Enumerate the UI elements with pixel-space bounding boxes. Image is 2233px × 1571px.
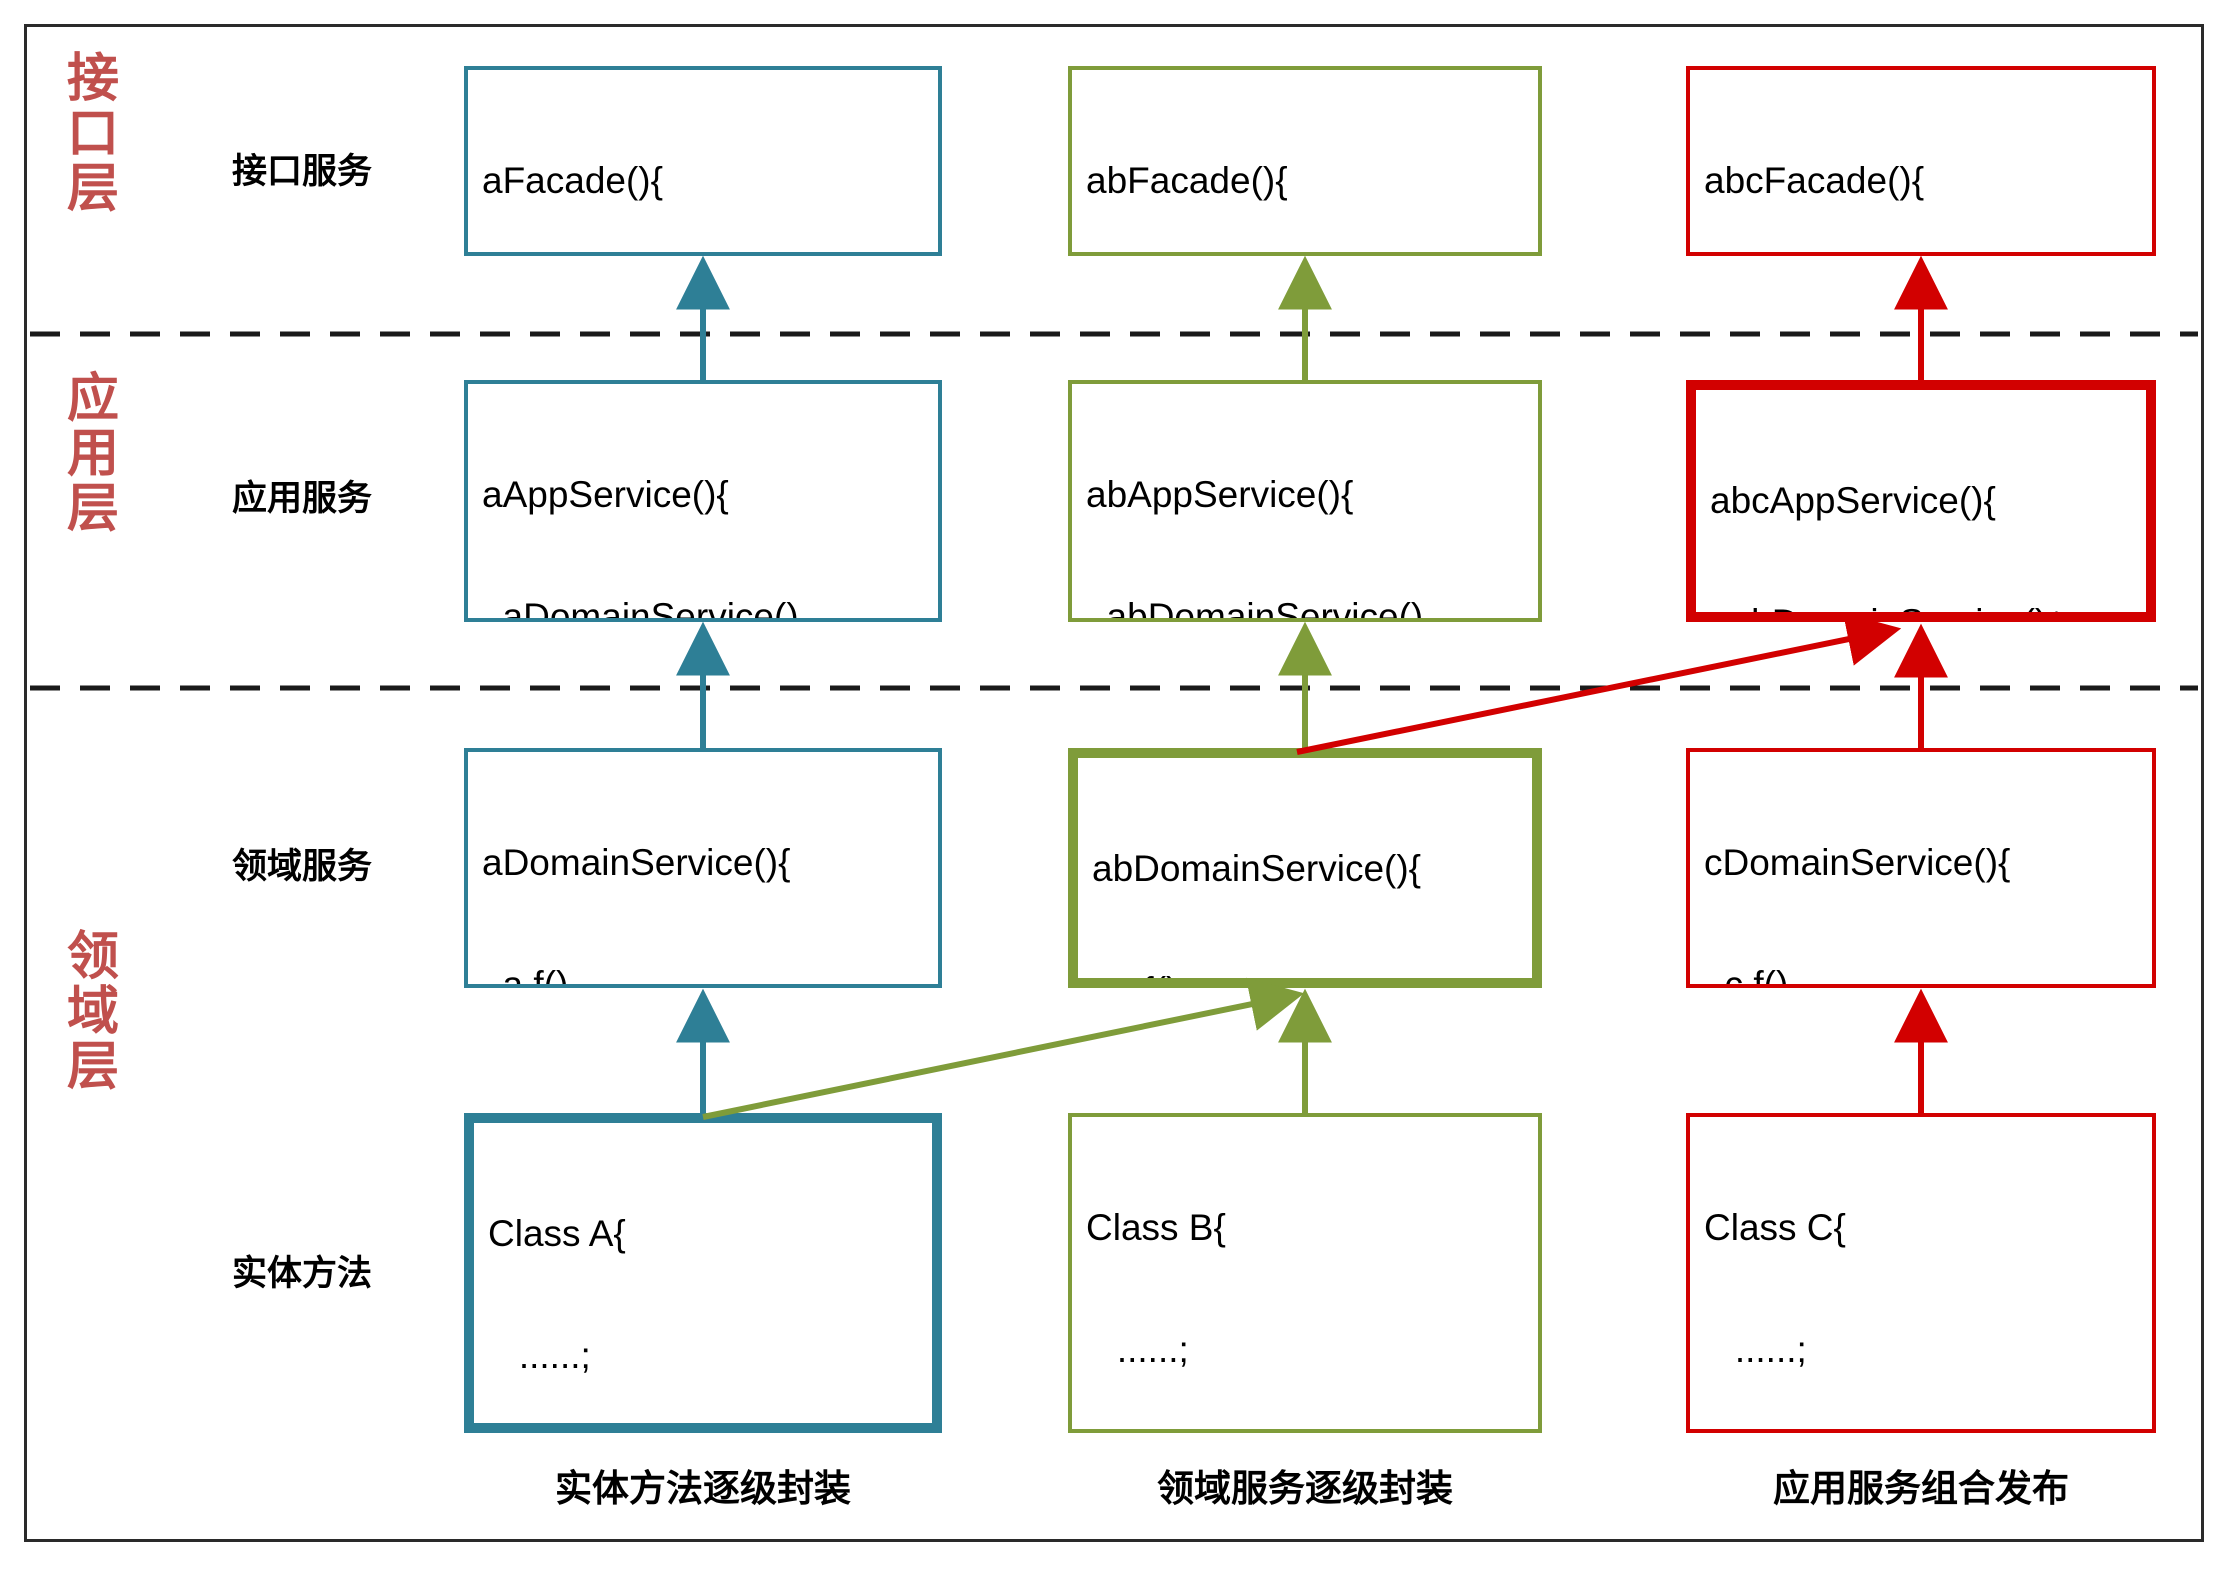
- layer-label-application-char-1: 应: [66, 370, 119, 428]
- column-caption-app-composition: 应用服务组合发布: [1773, 1468, 2069, 1509]
- box-a-domain-service[interactable]: aDomainService(){ a.f() }: [464, 748, 942, 988]
- code-line: ......;: [1704, 1329, 1807, 1371]
- code-line: abcAppService(){: [1710, 480, 1996, 522]
- code-line: a.f();: [1092, 971, 1532, 978]
- column-caption-entity-encapsulation: 实体方法逐级封装: [555, 1468, 851, 1509]
- layer-label-domain-char-3: 层: [66, 1038, 119, 1097]
- box-class-b[interactable]: Class B{ ......; f(){ ...... } }: [1068, 1113, 1542, 1433]
- code-line: abFacade(){: [1086, 160, 1288, 202]
- row-label-entity-method: 实体方法: [232, 1254, 373, 1293]
- code-line: abcFacade(){: [1704, 160, 1925, 202]
- layer-label-domain: 领 域 层: [48, 928, 138, 1097]
- box-abc-facade[interactable]: abcFacade(){ ...... }: [1686, 66, 2156, 256]
- code-line: cDomainService(){: [1704, 842, 2011, 884]
- layer-label-application: 应 用 层: [48, 370, 138, 539]
- box-class-a[interactable]: Class A{ ......; f(){ ...... } }: [464, 1113, 942, 1433]
- box-a-app-service[interactable]: aAppService(){ aDomainService() }: [464, 380, 942, 622]
- code-line: abDomainService(){: [1092, 848, 1422, 890]
- code-line: abDomainService()；: [1710, 603, 2146, 612]
- layer-label-domain-char-1: 领: [66, 928, 119, 986]
- code-line: Class A{: [488, 1213, 626, 1255]
- row-label-app-service: 应用服务: [232, 479, 373, 518]
- layer-label-interface: 接 口 层: [48, 50, 138, 219]
- row-label-domain-service: 领域服务: [232, 847, 373, 886]
- code-line: aDomainService(){: [482, 842, 791, 884]
- code-line: ......;: [1086, 1329, 1189, 1371]
- code-line: Class C{: [1704, 1207, 1846, 1249]
- box-class-c[interactable]: Class C{ ......; f(){ ...... } }: [1686, 1113, 2156, 1433]
- box-abc-app-service[interactable]: abcAppService(){ abDomainService()； cDom…: [1686, 380, 2156, 622]
- code-line: c.f(): [1704, 964, 1789, 988]
- code-line: abDomainService(): [1086, 596, 1424, 622]
- layer-label-application-char-2: 用: [66, 425, 119, 484]
- code-line: aAppService(){: [482, 474, 729, 516]
- box-ab-app-service[interactable]: abAppService(){ abDomainService() }: [1068, 380, 1542, 622]
- box-a-facade[interactable]: aFacade(){ ...... }: [464, 66, 942, 256]
- layer-label-domain-char-2: 域: [66, 983, 119, 1042]
- box-ab-facade[interactable]: abFacade(){ ...... }: [1068, 66, 1542, 256]
- layer-label-application-char-3: 层: [66, 480, 119, 539]
- column-caption-domain-encapsulation: 领域服务逐级封装: [1157, 1468, 1453, 1509]
- code-line: abAppService(){: [1086, 474, 1354, 516]
- code-line: a.f(): [482, 964, 569, 988]
- layer-label-interface-char-1: 接: [66, 50, 119, 108]
- code-line: ......;: [488, 1335, 591, 1377]
- box-c-domain-service[interactable]: cDomainService(){ c.f() }: [1686, 748, 2156, 988]
- layer-label-interface-char-2: 口: [66, 105, 119, 164]
- box-ab-domain-service[interactable]: abDomainService(){ a.f(); b.f() }: [1068, 748, 1542, 988]
- code-line: aFacade(){: [482, 160, 663, 202]
- code-line: aDomainService(): [482, 596, 799, 622]
- code-line: Class B{: [1086, 1207, 1226, 1249]
- layer-label-interface-char-3: 层: [66, 160, 119, 219]
- row-label-facade: 接口服务: [232, 152, 373, 191]
